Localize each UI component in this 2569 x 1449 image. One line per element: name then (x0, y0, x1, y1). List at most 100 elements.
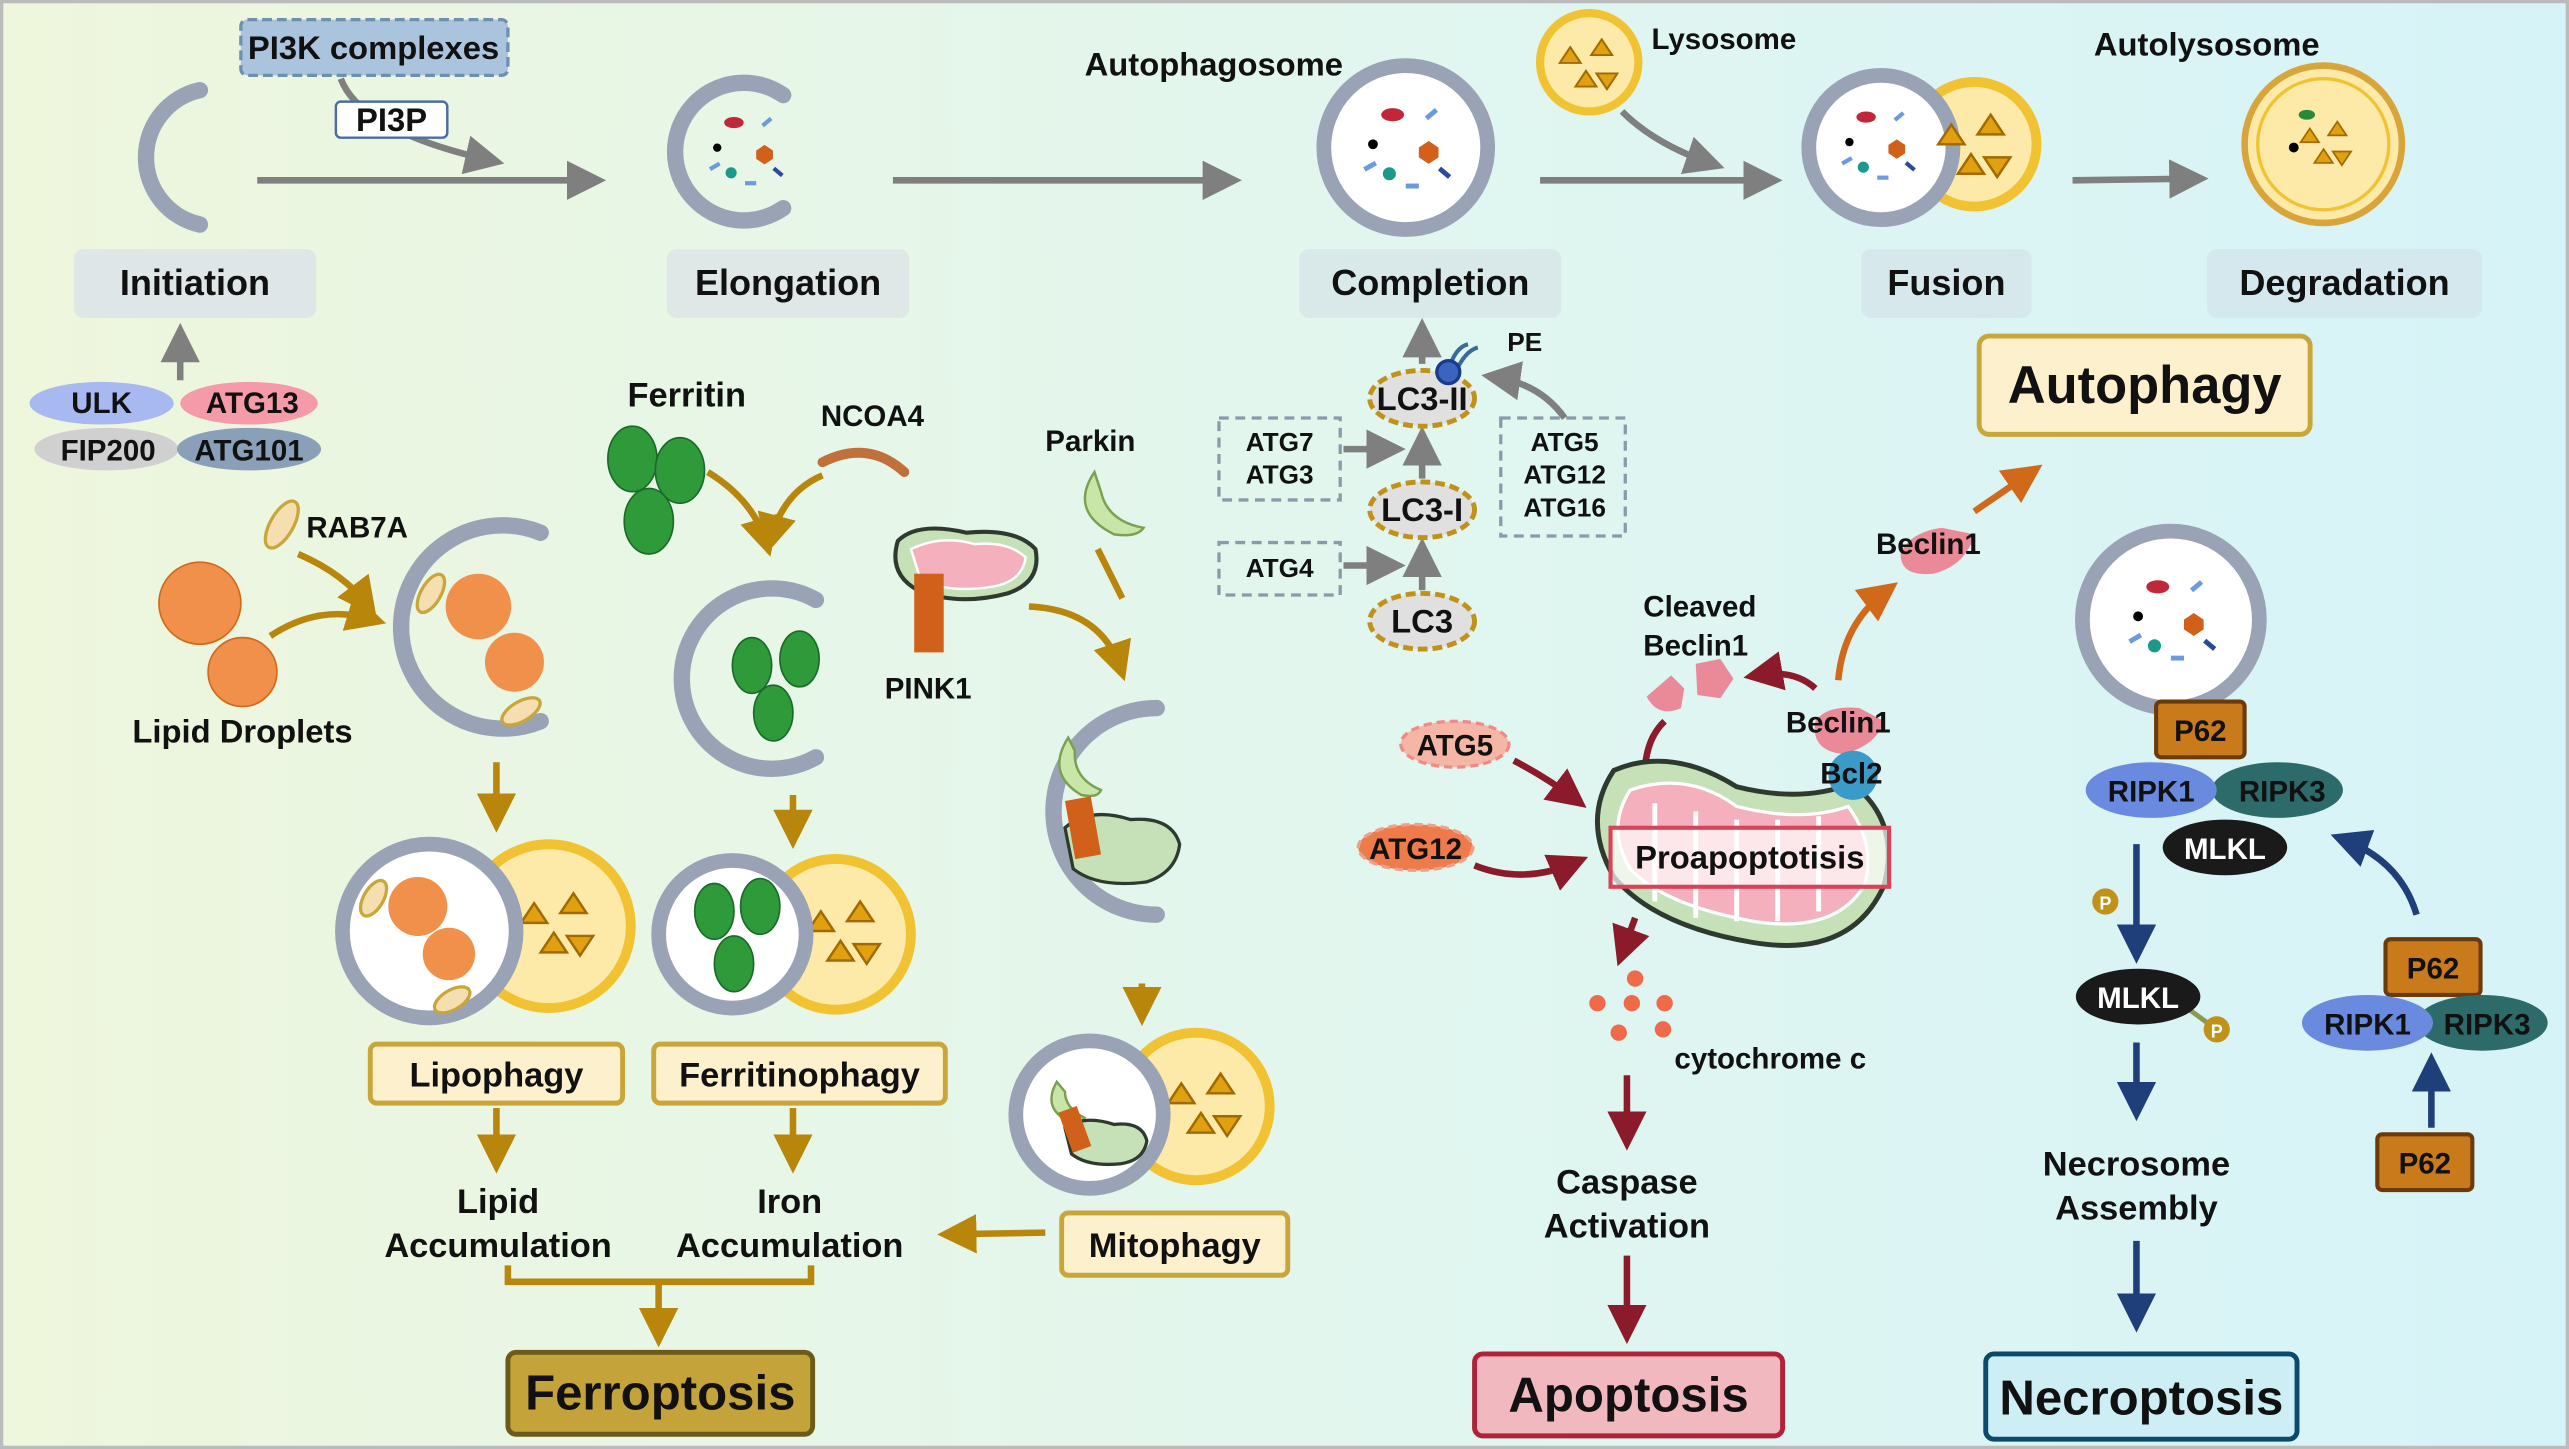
ferritinophagy-label: Ferritinophagy (679, 1057, 920, 1095)
lipophagy-box: Lipophagy (367, 1041, 626, 1106)
atg12-to-mito-arrow (1473, 854, 1589, 891)
lysosome-label: Lysosome (1652, 23, 1797, 56)
lc3-i: LC3-I (1367, 479, 1478, 541)
rab7a-icon (263, 499, 300, 550)
ripk1-label: RIPK1 (2108, 776, 2195, 809)
mitophagy-phagophore (1045, 699, 1182, 923)
stage-completion: Completion (1299, 249, 1562, 318)
lipophagy-autolysosome (335, 836, 636, 1026)
initiation-phagophore (137, 81, 209, 233)
atg5-to-mito-arrow (1512, 757, 1587, 808)
lipophagy-phagophore (392, 517, 549, 737)
ferritinophagy-box: Ferritinophagy (651, 1041, 948, 1106)
droplets-arrow (268, 593, 387, 639)
stage-initiation: Initiation (73, 249, 317, 318)
mitophagy-box: Mitophagy (1059, 1210, 1291, 1278)
cleavage-arrow (1743, 651, 1818, 691)
lc3-pathway: LC3-II LC3-I LC3 PE ATG7 ATG3 ATG4 ATG5 … (1217, 317, 1627, 652)
necroptosis-autophagosome (2075, 523, 2267, 716)
beclin1-top-label: Beclin1 (1876, 528, 1981, 561)
parkin-label: Parkin (1045, 425, 1135, 458)
necroptosis-title: Necroptosis (1999, 1371, 2283, 1426)
arrow-lysosome-fusion (1619, 109, 1725, 175)
p62-label: P62 (2399, 1148, 2451, 1181)
ulk-complex: ULK ATG13 FIP200 ATG101 (29, 381, 322, 471)
lysosome (1535, 9, 1643, 116)
pi3k-complexes-box: PI3K complexes (239, 18, 510, 78)
atg4-label: ATG4 (1246, 553, 1314, 583)
mlkl-phosphorylated: MLKL P (2075, 968, 2230, 1043)
ferritinophagy-phagophore (673, 580, 825, 777)
lipophagy-label: Lipophagy (409, 1057, 583, 1095)
ripk3-label: RIPK3 (2444, 1008, 2531, 1041)
mitophagy-arrow (1028, 603, 1132, 682)
autophagosome (1316, 58, 1496, 237)
mlkl-label: MLKL (2097, 982, 2179, 1015)
phospho-badge: P (2092, 888, 2119, 915)
arrow-fusion-degradation (2072, 159, 2209, 199)
lipid-droplets-label: Lipid Droplets (132, 713, 352, 750)
stage-label: Completion (1331, 262, 1529, 303)
beclin1-arrow-autophagy (1972, 464, 2043, 515)
ripk-complex-return-arrow (2330, 829, 2420, 916)
ripk1-top: RIPK1 (2085, 762, 2217, 818)
ripk3-right: RIPK3 (2416, 994, 2548, 1051)
mitophagy-to-iron-arrow (937, 1214, 1046, 1254)
fusion-vesicle (1801, 68, 2042, 228)
cytochrome-c-icon (1589, 970, 1673, 1041)
parkin-icon (1083, 469, 1146, 537)
autolysosome-label: Autolysosome (2094, 26, 2320, 63)
ripk3-label: RIPK3 (2239, 776, 2326, 809)
mitophagy-label: Mitophagy (1089, 1227, 1261, 1265)
lc3-i-label: LC3-I (1381, 491, 1463, 528)
atg13-label: ATG13 (206, 387, 299, 420)
apoptosis-box: Apoptosis (1472, 1351, 1786, 1439)
ferroptosis-title: Ferroptosis (525, 1366, 795, 1421)
iron-acc-label-1: Iron (757, 1183, 822, 1221)
ferritin-icon (607, 425, 706, 555)
p-label: P (2099, 894, 2111, 914)
pink1-icon (914, 573, 944, 653)
ferritinophagy-autolysosome (651, 853, 916, 1016)
ncoa4-icon (817, 447, 910, 477)
rab7a-label: RAB7A (306, 512, 408, 545)
caspase-label-1: Caspase (1556, 1163, 1698, 1201)
stage-label: Initiation (120, 262, 270, 303)
cleaved-beclin1-label-1: Cleaved (1643, 590, 1756, 623)
p62-bottom: P62 (2375, 1132, 2475, 1193)
bcl2-label: Bcl2 (1820, 758, 1882, 791)
lipid-acc-label-1: Lipid (457, 1183, 539, 1221)
p62-right: P62 (2383, 937, 2483, 998)
lipid-droplets-icon (158, 561, 278, 708)
proapoptotisis-label: Proapoptotisis (1635, 839, 1864, 876)
elongation-phagophore (666, 74, 792, 229)
fip200-label: FIP200 (61, 435, 156, 468)
stage-degradation: Degradation (2206, 249, 2483, 318)
ncoa4-arrow (757, 472, 824, 554)
beclin1-free-icon (1900, 527, 1975, 575)
cleaved-beclin1-fragment-icon (1646, 675, 1685, 712)
lc3-ii-label: LC3-II (1377, 380, 1468, 417)
p62-top: P62 (2154, 699, 2247, 760)
atg16-label: ATG16 (1523, 492, 1606, 522)
mlkl-label: MLKL (2184, 833, 2266, 866)
ripk1-label: RIPK1 (2324, 1008, 2411, 1041)
lc3: LC3 (1367, 590, 1478, 652)
caspase-label-2: Activation (1544, 1208, 1710, 1246)
mito-to-cytc-arrow (1612, 916, 1650, 967)
atg5-label: ATG5 (1531, 427, 1599, 457)
pe-lipid-icon (1435, 342, 1479, 386)
cleaved-beclin1-label-2: Beclin1 (1643, 630, 1748, 663)
mlkl-top: MLKL (2162, 819, 2288, 876)
stage-label: Degradation (2239, 262, 2449, 303)
p-label: P (2211, 1022, 2223, 1042)
beclin1-label: Beclin1 (1786, 707, 1891, 740)
beclin1-bound-icon (1814, 707, 1885, 755)
ferroptosis-box: Ferroptosis (505, 1349, 816, 1437)
mitophagy-autolysosome (1008, 1027, 1275, 1196)
bcl2-icon (1828, 750, 1878, 800)
beclin1-to-autophagy-arrow (1835, 582, 1898, 681)
lc3-label: LC3 (1391, 603, 1453, 640)
autophagy-box: Autophagy (1976, 333, 2313, 437)
